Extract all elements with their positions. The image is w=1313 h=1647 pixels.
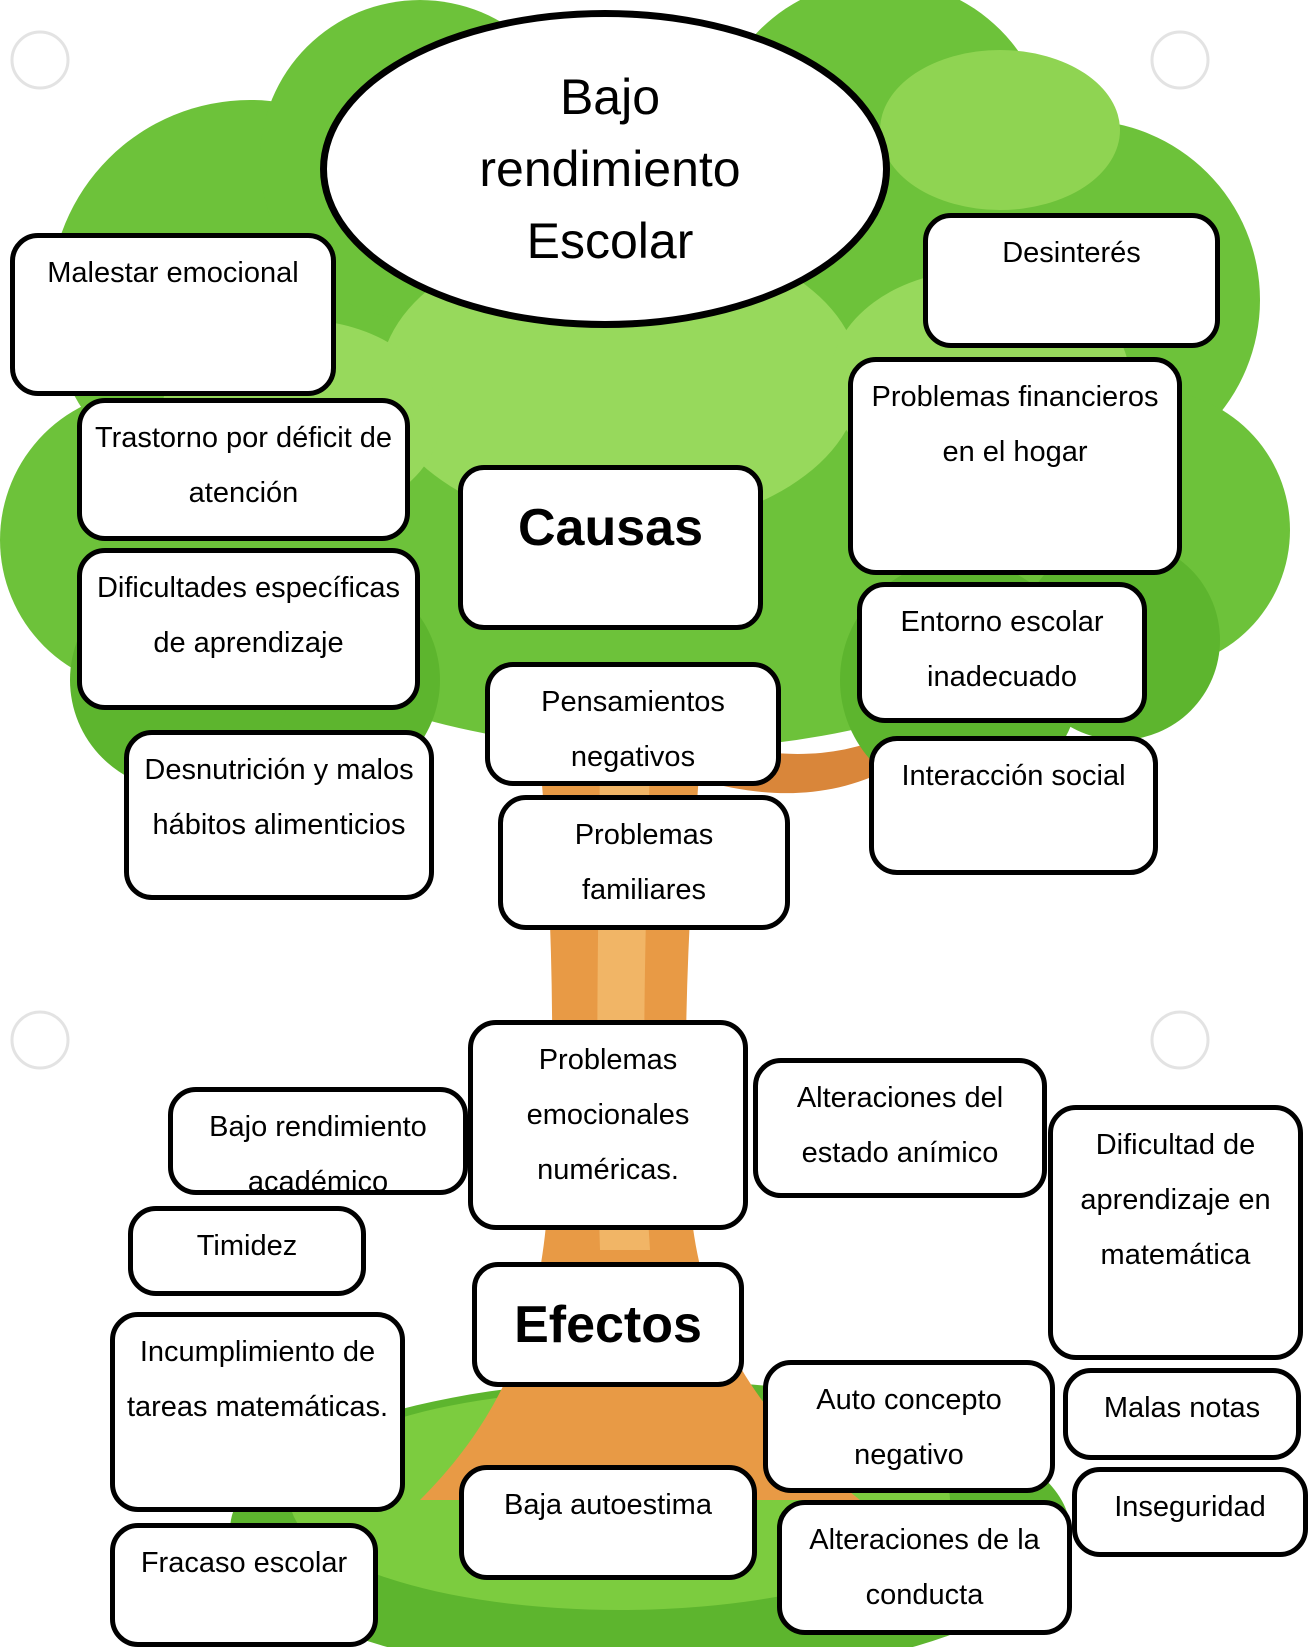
effect-box: Dificultad de aprendizaje en matemática — [1048, 1105, 1303, 1360]
effects-heading-label: Efectos — [514, 1296, 702, 1354]
effects-heading: Efectos — [472, 1262, 744, 1387]
effect-box: Problemas emocionales numéricas. — [468, 1020, 748, 1230]
watermark-logos — [10, 30, 1210, 1070]
cause-label: Trastorno por déficit de atención — [94, 422, 393, 509]
effect-label: Fracaso escolar — [140, 1547, 348, 1579]
effect-box: Bajo rendimiento académico — [168, 1087, 468, 1195]
effect-label: Auto concepto negativo — [816, 1384, 1002, 1471]
cause-box: Problemas financieros en el hogar — [848, 357, 1182, 575]
effect-label: Dificultad de aprendizaje en matemática — [1080, 1129, 1271, 1271]
causes-heading-label: Causas — [518, 499, 703, 557]
cause-box: Desinterés — [923, 213, 1220, 348]
cause-box: Dificultades específicas de aprendizaje — [77, 548, 420, 710]
causes-heading: Causas — [458, 465, 763, 630]
cause-label: Pensamientos negativos — [541, 686, 725, 773]
cause-label: Problemas familiares — [574, 819, 714, 906]
effect-label: Problemas emocionales numéricas. — [526, 1044, 690, 1186]
effect-label: Incumplimiento de tareas matemáticas. — [126, 1336, 389, 1423]
cause-box: Interacción social — [869, 736, 1158, 875]
cause-label: Desnutrición y malos hábitos alimenticio… — [144, 754, 414, 841]
effect-label: Baja autoestima — [504, 1489, 712, 1521]
cause-label: Entorno escolar inadecuado — [900, 606, 1104, 693]
effect-box: Timidez — [128, 1206, 366, 1296]
effect-box: Alteraciones de la conducta — [777, 1500, 1072, 1635]
effect-label: Inseguridad — [1114, 1491, 1266, 1523]
cause-label: Malestar emocional — [47, 257, 299, 289]
effect-label: Alteraciones de la conducta — [809, 1524, 1040, 1611]
effect-box: Alteraciones del estado anímico — [753, 1058, 1047, 1198]
cause-label: Interacción social — [901, 760, 1126, 792]
effect-label: Alteraciones del estado anímico — [796, 1082, 1004, 1169]
cause-label: Problemas financieros en el hogar — [871, 381, 1159, 468]
cause-box: Malestar emocional — [10, 233, 336, 396]
effect-box: Incumplimiento de tareas matemáticas. — [110, 1312, 405, 1512]
effect-label: Bajo rendimiento académico — [209, 1111, 427, 1195]
effect-box: Inseguridad — [1072, 1467, 1308, 1557]
cause-box: Problemas familiares — [498, 795, 790, 930]
effect-box: Fracaso escolar — [110, 1523, 378, 1647]
effect-label: Malas notas — [1103, 1392, 1261, 1424]
effect-label: Timidez — [196, 1230, 298, 1262]
cause-box: Trastorno por déficit de atención — [77, 398, 410, 541]
diagram-title: Bajo rendimiento Escolar — [479, 69, 741, 269]
cause-label: Desinterés — [1002, 237, 1141, 269]
title-oval: Bajo rendimiento Escolar — [320, 10, 890, 328]
cause-box: Pensamientos negativos — [485, 662, 781, 786]
cause-label: Dificultades específicas de aprendizaje — [96, 572, 401, 659]
effect-box: Malas notas — [1063, 1368, 1301, 1460]
effect-box: Baja autoestima — [459, 1465, 757, 1580]
effect-box: Auto concepto negativo — [763, 1360, 1055, 1493]
cause-box: Entorno escolar inadecuado — [857, 582, 1147, 723]
cause-box: Desnutrición y malos hábitos alimenticio… — [124, 730, 434, 900]
